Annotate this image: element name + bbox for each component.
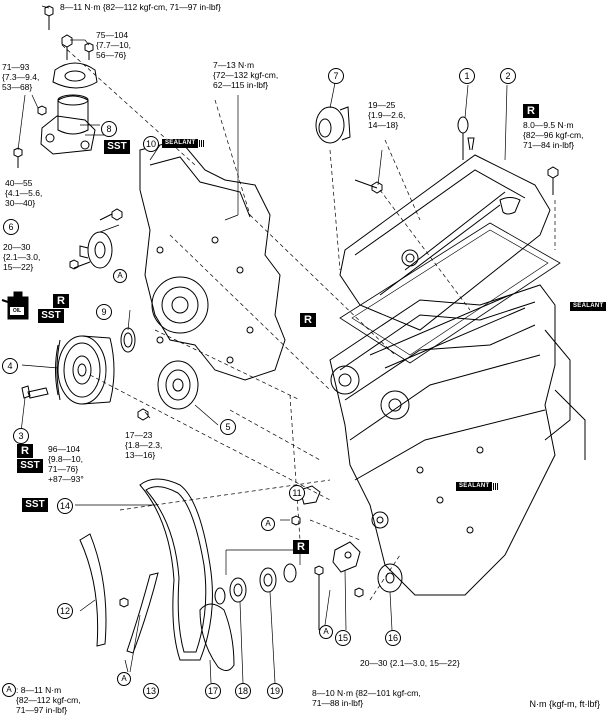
callout-13: 13 xyxy=(143,683,159,699)
torque-pulley-bolt: 96—104 {9.8—10, 71—76} +87—93° xyxy=(48,444,84,484)
crank-sprockets xyxy=(214,563,297,605)
callout-2: 2 xyxy=(500,68,516,84)
callout-18: 18 xyxy=(235,683,251,699)
torque-spec-19-25: 19—25 {1.9—2.6, 14—18} xyxy=(368,100,406,130)
engine-mount-assembly xyxy=(13,5,98,168)
timing-chain-cover xyxy=(139,139,286,381)
sealant-tag-block: SEALANT xyxy=(456,482,500,491)
callout-a-tensioner: A xyxy=(319,625,333,639)
callout-12: 12 xyxy=(57,603,73,619)
chain-guide-13 xyxy=(119,572,159,654)
callout-19: 19 xyxy=(267,683,283,699)
replace-badge-sprockets: R xyxy=(293,540,309,554)
torque-mount-71-93: 71—93 {7.3—9.4, 53—68} xyxy=(2,62,40,92)
replace-badge-gasket: R xyxy=(300,313,316,327)
torque-cover-7-13: 7—13 N·m {72—132 kgf-cm, 62—115 in-lbf} xyxy=(213,60,279,90)
oil-pump-sprocket xyxy=(354,563,403,598)
chain-guide-12 xyxy=(79,533,107,647)
callout-15: 15 xyxy=(335,630,351,646)
sst-badge-mount: SST xyxy=(104,140,130,154)
oil-level-gauge xyxy=(457,116,469,160)
callout-11: 11 xyxy=(289,485,305,501)
idler-pulley xyxy=(69,208,123,270)
callout-5: 5 xyxy=(220,419,236,435)
sealant-tag-cover: SEALANT xyxy=(162,139,206,148)
chain-tensioner xyxy=(314,541,361,630)
sst-badge-chain: SST xyxy=(22,498,48,512)
oil-badge: OIL xyxy=(10,307,24,315)
callout-14: 14 xyxy=(57,498,73,514)
tensioner-pulley xyxy=(137,360,199,421)
leader-lines xyxy=(61,44,556,601)
callout-16: 16 xyxy=(385,630,401,646)
torque-spec-20-30-bottom: 20—30 {2.1—3.0, 15—22} xyxy=(360,658,460,668)
callout-8: 8 xyxy=(101,121,117,137)
sst-badge-seal: SST xyxy=(38,309,64,323)
callout-4: 4 xyxy=(2,358,18,374)
torque-head-cover: 8.0—9.5 N·m {82—96 kgf-cm, 71—84 in-lbf} xyxy=(523,120,584,150)
callout-a-cover: A xyxy=(113,269,127,283)
torque-spec-40-55: 40—55 {4.1—5.6, 30—40} xyxy=(5,178,43,208)
callout-a-guide: A xyxy=(117,672,131,686)
callout-10: 10 xyxy=(143,136,159,152)
note-a-torque: : 8—11 N·m {82—112 kgf-cm, 71—97 in-lbf} xyxy=(16,685,81,715)
callout-1: 1 xyxy=(459,68,475,84)
oil-pump-chain xyxy=(199,603,235,671)
callout-9: 9 xyxy=(96,304,112,320)
pointer-lines xyxy=(17,5,508,684)
head-cover-gasket xyxy=(339,222,561,364)
torque-spec-8-10-bottom: 8—10 N·m {82—101 kgf-cm, 71—88 in-lbf} xyxy=(312,688,421,708)
callout-17: 17 xyxy=(205,683,221,699)
cylinder-head-cover xyxy=(339,137,551,331)
replace-badge-pulley-bolt: R xyxy=(17,444,33,458)
callout-3: 3 xyxy=(13,428,29,444)
crank-sensor xyxy=(291,485,321,526)
oil-seal xyxy=(120,327,136,353)
crankshaft-pulley xyxy=(21,335,115,405)
callout-a-note: A xyxy=(2,683,16,697)
torque-mount-75-104: 75—104 {7.7—10, 56—76} xyxy=(96,30,131,60)
replace-badge-seal: R xyxy=(53,294,69,308)
units-note: N·m {kgf-m, ft·lbf} xyxy=(529,699,600,709)
callout-a-sensor: A xyxy=(261,517,275,531)
engine-block xyxy=(329,284,586,596)
torque-spec-17-23: 17—23 {1.8—2.3, 13—16} xyxy=(125,430,163,460)
timing-chain xyxy=(139,478,213,661)
callout-7: 7 xyxy=(328,68,344,84)
sealant-tag-head: SEALANT xyxy=(570,302,606,311)
torque-spec-20-30-left: 20—30 {2.1—3.0, 15—22} xyxy=(3,242,41,272)
cam-sensor xyxy=(315,106,559,195)
torque-top-bolt: 8—11 N·m {82—112 kgf-cm, 71—97 in-lbf} xyxy=(60,2,221,12)
replace-badge-head-cover: R xyxy=(523,104,539,118)
callout-6: 6 xyxy=(3,219,19,235)
sst-badge-pulley-bolt: SST xyxy=(17,459,43,473)
